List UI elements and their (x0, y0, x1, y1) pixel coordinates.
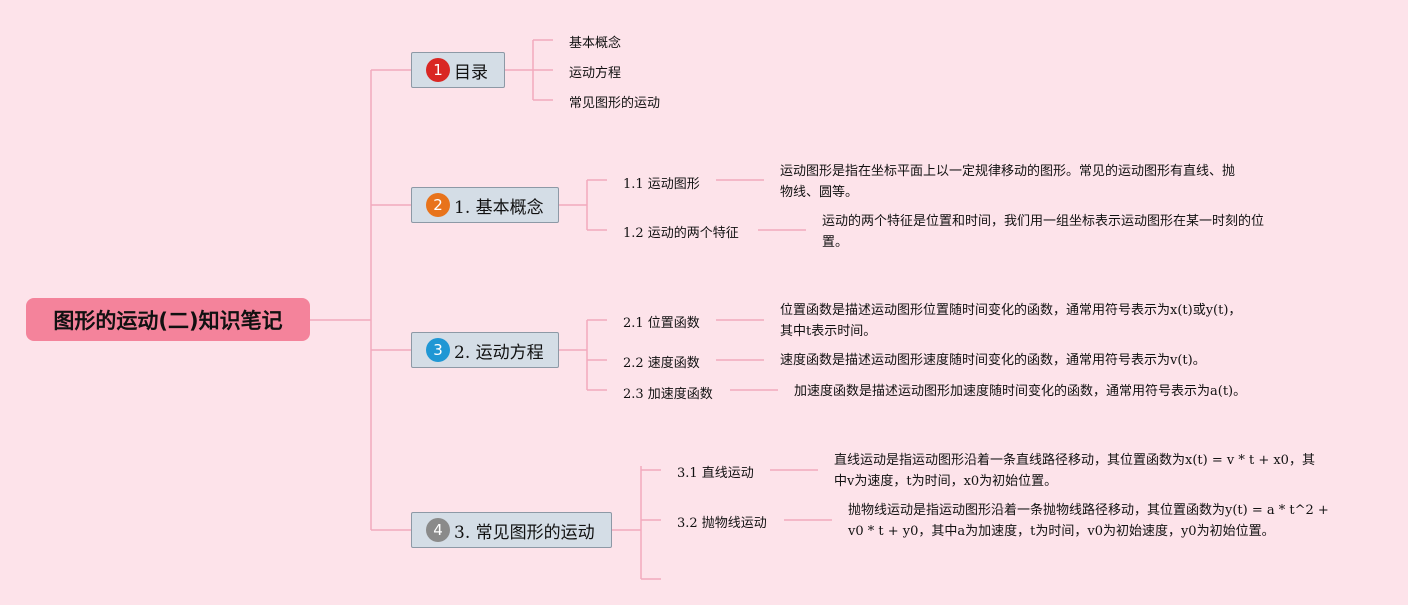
root-topic[interactable]: 图形的运动(二)知识笔记 (26, 298, 310, 341)
description: 速度函数是描述运动图形速度随时间变化的函数，通常用符号表示为v(t)。 (780, 353, 1206, 368)
subtopic-position-function[interactable]: 2.1 位置函数 (623, 316, 700, 331)
branch-motion-equations[interactable]: 3 2. 运动方程 (411, 332, 559, 368)
branch-label: 1. 基本概念 (454, 197, 544, 218)
branch-label: 2. 运动方程 (454, 342, 544, 363)
branch-label: 3. 常见图形的运动 (454, 522, 595, 543)
subtopic-linear-motion[interactable]: 3.1 直线运动 (677, 466, 754, 481)
branch-common-motions[interactable]: 4 3. 常见图形的运动 (411, 512, 612, 548)
description: 直线运动是指运动图形沿着一条直线路径移动，其位置函数为x(t) = v * t … (834, 453, 1315, 489)
branch-label: 目录 (454, 62, 488, 83)
subtopic-acceleration-function[interactable]: 2.3 加速度函数 (623, 387, 713, 402)
subtopic-moving-figure[interactable]: 1.1 运动图形 (623, 177, 700, 192)
toc-item[interactable]: 运动方程 (569, 66, 622, 81)
description: 加速度函数是描述运动图形加速度随时间变化的函数，通常用符号表示为a(t)。 (794, 384, 1247, 399)
toc-item[interactable]: 基本概念 (569, 36, 622, 51)
subtopic-two-features[interactable]: 1.2 运动的两个特征 (623, 226, 739, 241)
number-badge-icon: 1 (426, 58, 450, 82)
number-badge-icon: 3 (426, 338, 450, 362)
description: 抛物线运动是指运动图形沿着一条抛物线路径移动，其位置函数为y(t) = a * … (848, 503, 1329, 539)
number-badge-icon: 4 (426, 518, 450, 542)
subtopic-parabolic-motion[interactable]: 3.2 抛物线运动 (677, 516, 767, 531)
subtopic-velocity-function[interactable]: 2.2 速度函数 (623, 356, 700, 371)
description: 运动的两个特征是位置和时间，我们用一组坐标表示运动图形在某一时刻的位置。 (822, 214, 1265, 250)
description: 运动图形是指在坐标平面上以一定规律移动的图形。常见的运动图形有直线、抛物线、圆等… (780, 164, 1236, 200)
description: 位置函数是描述运动图形位置随时间变化的函数，通常用符号表示为x(t)或y(t)，… (780, 303, 1242, 339)
branch-basic-concepts[interactable]: 2 1. 基本概念 (411, 187, 559, 223)
toc-item[interactable]: 常见图形的运动 (569, 96, 661, 111)
branch-toc[interactable]: 1 目录 (411, 52, 505, 88)
number-badge-icon: 2 (426, 193, 450, 217)
